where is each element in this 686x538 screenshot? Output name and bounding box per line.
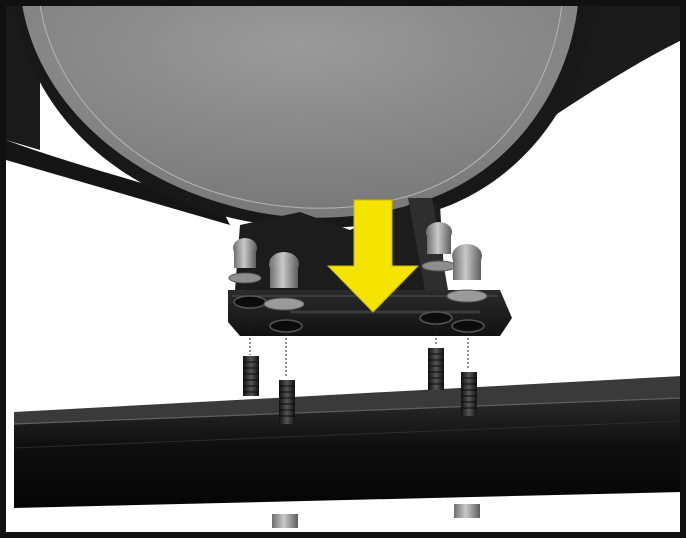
bolt-1 [243,356,259,396]
frame-rail-shadow-line [13,420,683,449]
housing-left-arm [6,140,230,225]
lower-nut-2 [454,504,480,518]
cap-nut-1 [228,238,262,284]
cap-nut-4 [446,244,488,303]
bracket-holes [233,295,485,333]
frame-rail-top-face [14,376,682,424]
cap-nut-2 [263,252,305,311]
frame-rail-edge [13,397,683,425]
drum-inner-ring [39,3,563,209]
frame-rail-front-face [14,398,682,508]
bolt-3 [428,348,444,390]
bolt-2 [279,380,295,424]
bolt-4 [461,372,477,416]
down-arrow-icon [326,199,420,313]
drum-face [22,4,578,218]
cap-nut-3 [421,222,457,272]
lower-nut-1 [272,514,298,528]
alignment-lines [249,306,469,378]
